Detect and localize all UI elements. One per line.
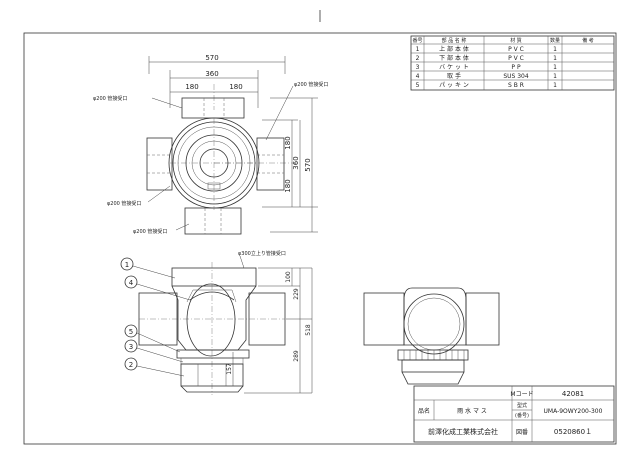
table-cell: SUS 304 xyxy=(503,73,529,80)
balloon-3-text: 3 xyxy=(129,343,133,351)
plan-view: 570 360 180 180 180 180 360 570 xyxy=(93,54,328,235)
front-view: φ300立上り管接受口 157 100 229 518 xyxy=(120,250,313,395)
balloon-2 xyxy=(124,357,138,371)
table-cell: P V C xyxy=(508,46,524,53)
title-block: Mコード 42081 品名 雨 水 マ ス 型式 (番号) UMA-9OWY20… xyxy=(413,385,615,443)
drawing-number-value: 0520860１ xyxy=(554,428,592,436)
table-cell: 上 部 本 体 xyxy=(439,45,469,53)
table-cell: P V C xyxy=(508,55,524,62)
m-code-value: 42081 xyxy=(562,390,584,398)
side-view-pipe-right xyxy=(465,292,500,346)
dim-top-360: 360 xyxy=(205,70,218,78)
table-cell: 取 手 xyxy=(447,72,461,80)
company-name: 前澤化成工業株式会社 xyxy=(428,427,498,436)
drawing-border xyxy=(23,32,617,445)
model-value: UMA-9OWY200-300 xyxy=(544,408,603,415)
label-port-left-top: φ200 管接受口 xyxy=(93,95,127,102)
bucket-oval xyxy=(186,283,236,357)
table-cell: S B R xyxy=(508,82,524,89)
m-code-label: Mコード xyxy=(510,391,533,398)
table-cell: 1 xyxy=(416,46,420,53)
table-cell: 5 xyxy=(416,82,420,89)
balloon-1 xyxy=(120,257,134,271)
label-port-bottom: φ200 管接受口 xyxy=(133,228,167,235)
label-port-right-top: φ200 管接受口 xyxy=(294,81,328,88)
dim-side-518: 518 xyxy=(305,324,312,336)
dim-top-180-left: 180 xyxy=(185,83,198,91)
balloon-3 xyxy=(124,339,138,353)
table-cell: 1 xyxy=(553,46,557,53)
table-cell: 1 xyxy=(553,55,557,62)
balloon-4-text: 4 xyxy=(129,279,134,287)
product-name-value: 雨 水 マ ス xyxy=(457,407,487,415)
product-name-label: 品名 xyxy=(418,407,430,415)
dim-bucket-157: 157 xyxy=(226,363,233,375)
table-header-no: 番号 xyxy=(412,37,422,44)
dim-right-360: 360 xyxy=(292,156,300,169)
dim-right-180-bottom: 180 xyxy=(284,179,292,192)
socket-top xyxy=(181,97,245,119)
side-view-pipe-left xyxy=(363,292,405,346)
table-header-note: 備 考 xyxy=(582,37,594,44)
dim-side-100: 100 xyxy=(285,271,292,283)
dim-top-180-right: 180 xyxy=(229,83,242,91)
dim-side-229: 229 xyxy=(293,288,300,300)
dim-right-180-top: 180 xyxy=(284,136,292,149)
table-cell: パ ッ キ ン xyxy=(439,82,469,89)
table-cell: P P xyxy=(511,64,521,71)
lower-body xyxy=(176,349,250,359)
table-cell: 1 xyxy=(553,73,557,80)
balloon-4 xyxy=(124,275,138,289)
drawing-number-label: 図番 xyxy=(516,429,528,436)
table-header-name: 部 品 名 称 xyxy=(442,37,467,44)
side-view xyxy=(363,287,500,385)
balloon-2-text: 2 xyxy=(129,361,133,369)
dim-top-570: 570 xyxy=(205,54,218,62)
label-port-left-bottom: φ200 管接受口 xyxy=(107,200,141,207)
table-cell: 2 xyxy=(416,55,420,62)
model-label-sub: (番号) xyxy=(515,412,529,419)
socket-bottom xyxy=(184,207,242,235)
upper-riser xyxy=(171,267,257,287)
dim-right-570: 570 xyxy=(304,158,312,171)
dim-side-289: 289 xyxy=(293,350,300,362)
table-cell: 下 部 本 体 xyxy=(439,54,469,62)
model-label: 型式 xyxy=(517,402,527,409)
balloon-5 xyxy=(124,324,138,338)
table-header-material: 材 質 xyxy=(510,37,522,44)
table-header-qty: 数量 xyxy=(550,37,560,44)
table-cell: 1 xyxy=(553,64,557,71)
parts-table: 番号 部 品 名 称 材 質 数量 備 考 1 上 部 本 体 P V C 1 … xyxy=(410,35,615,91)
socket-left xyxy=(146,137,173,191)
table-cell: 3 xyxy=(416,64,420,71)
table-cell: 4 xyxy=(416,73,420,80)
table-cell: バ ケ ッ ト xyxy=(439,64,469,71)
socket-right xyxy=(256,137,285,191)
table-cell: 1 xyxy=(553,82,557,89)
balloon-5-text: 5 xyxy=(129,328,133,336)
balloon-1-text: 1 xyxy=(125,261,129,269)
label-top-port: φ300立上り管接受口 xyxy=(238,250,286,257)
